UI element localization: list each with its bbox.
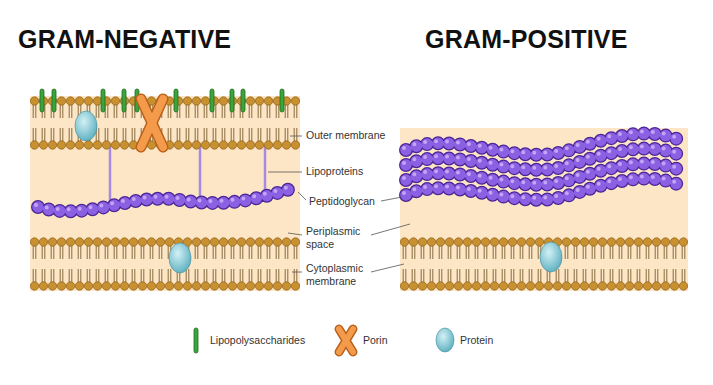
part-label: Lipoproteins xyxy=(305,165,364,178)
protein-symbol xyxy=(75,111,97,141)
periplasm-ground xyxy=(400,128,688,291)
part-label: Cytoplasmic membrane xyxy=(305,262,369,287)
legend-protein-sample xyxy=(436,328,454,352)
legend-porin-sample xyxy=(339,329,353,352)
legend-label: Protein xyxy=(460,334,493,347)
legend-lps-sample xyxy=(194,328,198,353)
panel-heading: GRAM-POSITIVE xyxy=(425,24,628,54)
leader-lines xyxy=(268,136,410,272)
cytoplasmic-membrane-bilayer xyxy=(400,237,688,291)
peptidoglycan-chain xyxy=(36,186,294,211)
panel-heading: GRAM-NEGATIVE xyxy=(18,24,231,54)
legend-label: Porin xyxy=(363,334,388,347)
periplasm-ground xyxy=(30,96,300,291)
part-label: Peptidoglycan xyxy=(308,195,376,208)
peptidoglycan-layers xyxy=(404,132,684,200)
outer-membrane-bilayer xyxy=(30,96,300,150)
legend-label: Lipopolysaccharides xyxy=(210,334,305,347)
part-label: Outer membrane xyxy=(305,129,386,142)
protein-symbol xyxy=(169,243,191,273)
porin-symbol xyxy=(141,99,163,147)
cytoplasmic-membrane-bilayer xyxy=(30,237,300,291)
part-label: Periplasmic space xyxy=(305,225,369,250)
protein-symbol xyxy=(540,242,562,272)
